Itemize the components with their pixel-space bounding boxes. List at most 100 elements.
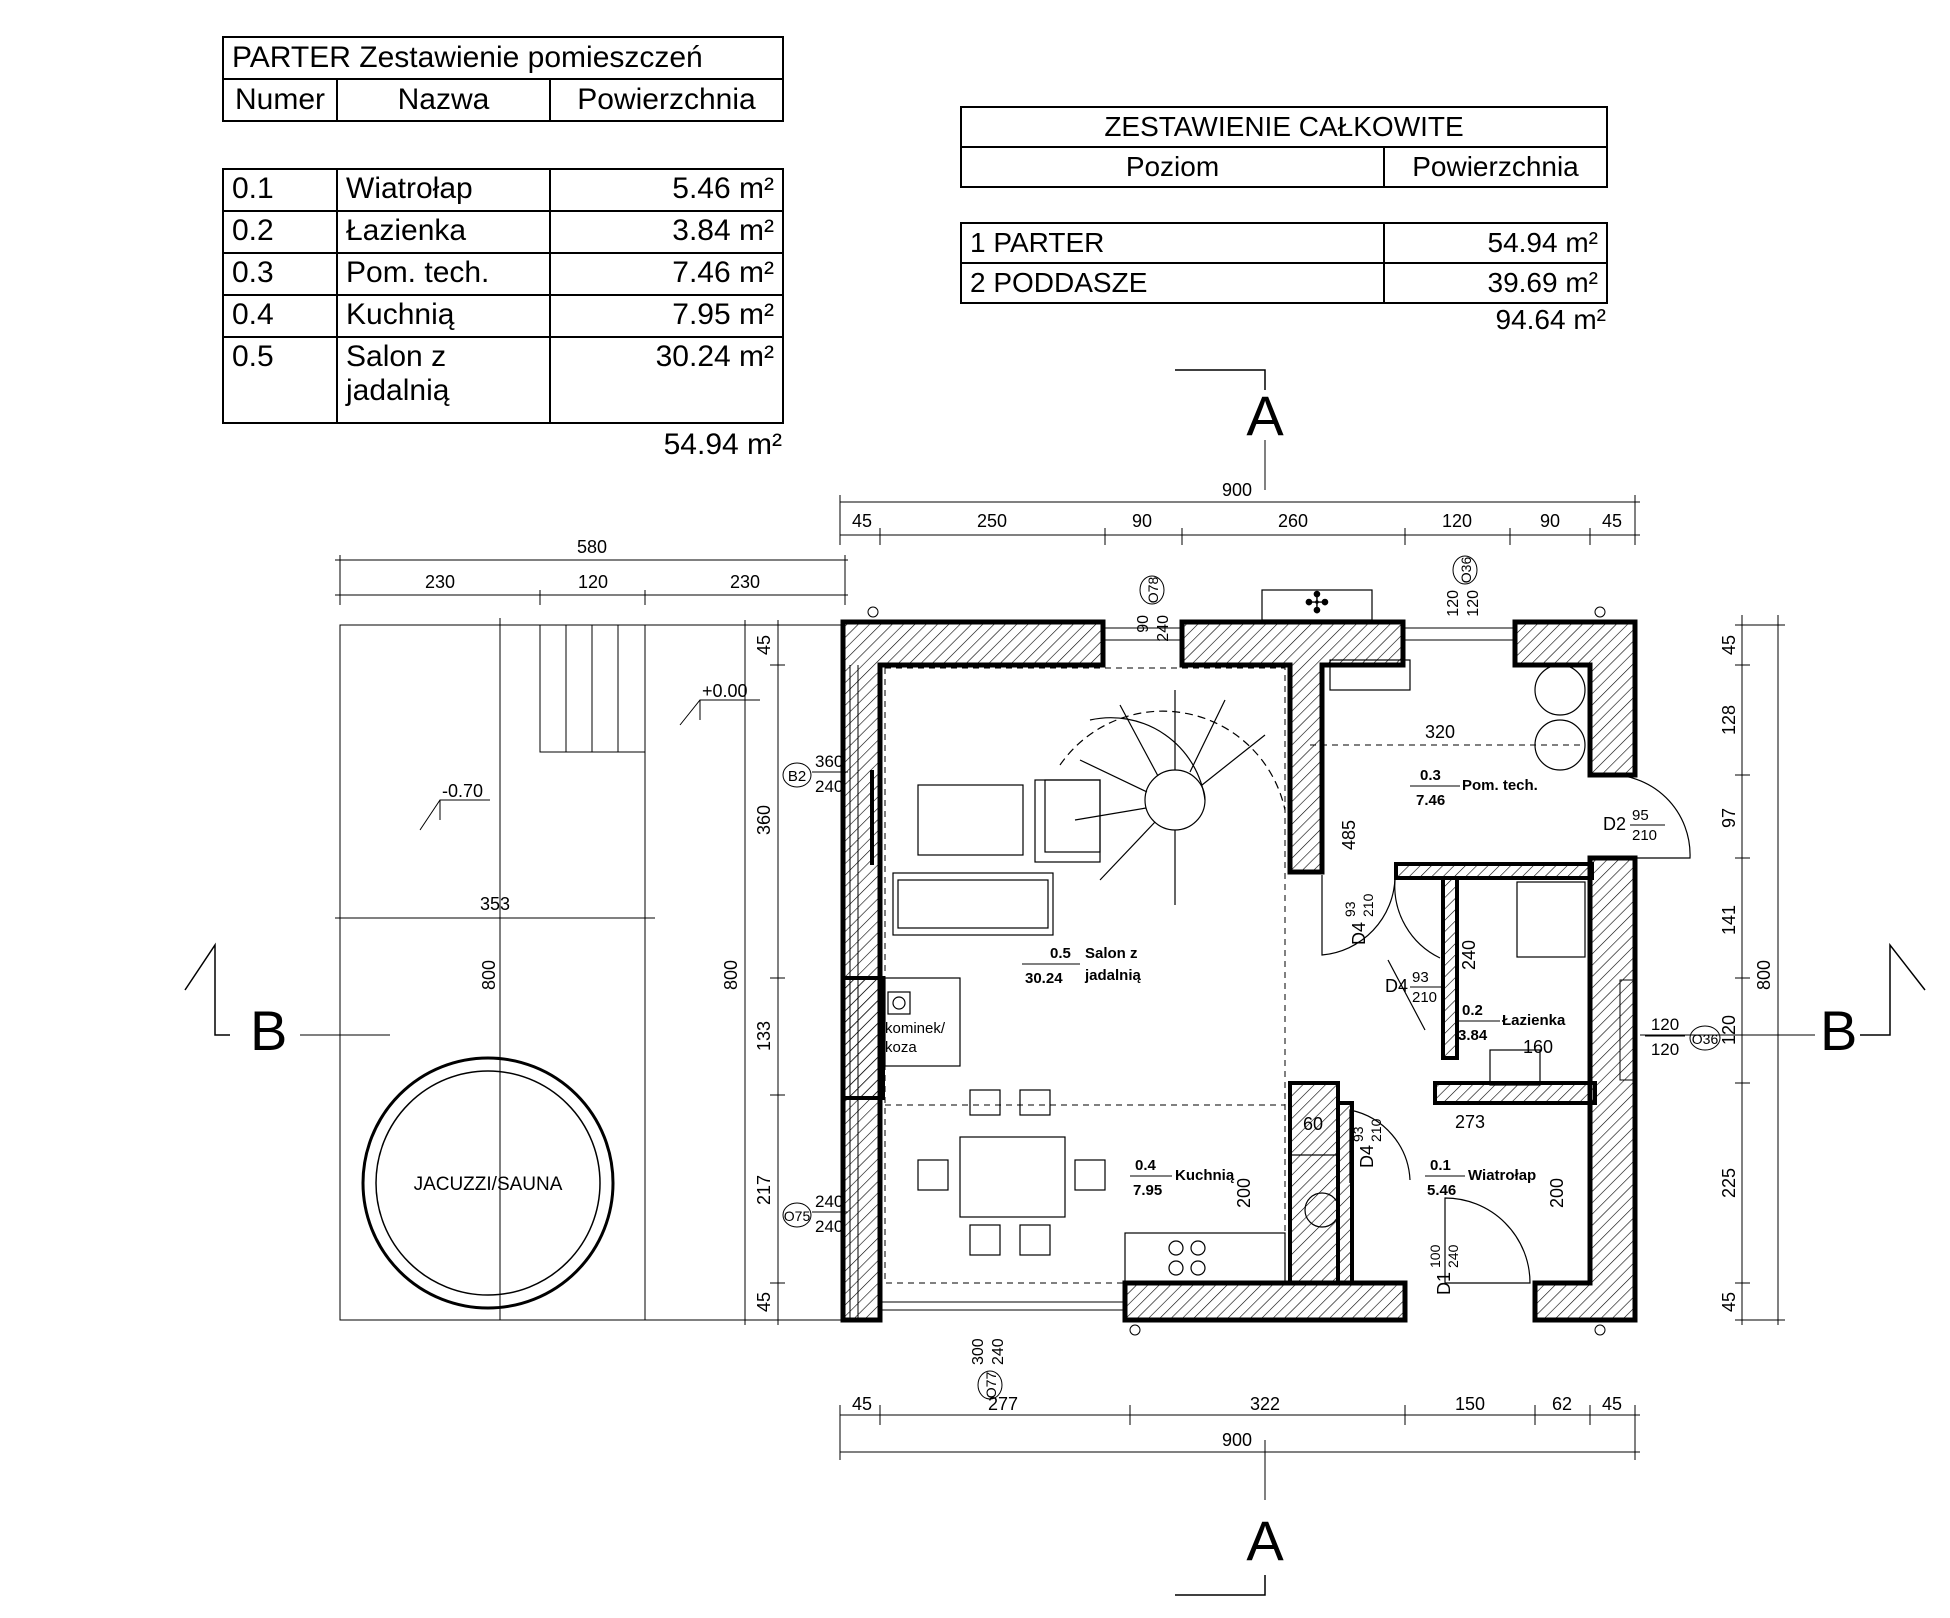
exterior-walls [840, 619, 1638, 1323]
table-row: 0.4 Kuchnią 7.95 m² [222, 294, 784, 338]
svg-text:240: 240 [990, 1338, 1007, 1365]
room-plan-number: 0.4 [1135, 1157, 1157, 1174]
svg-text:210: 210 [1368, 1118, 1384, 1142]
dim-label: 120 [578, 572, 608, 592]
opening-D4-c: D4 93 210 [1350, 1118, 1384, 1168]
room-plan-area: 3.84 [1458, 1027, 1488, 1044]
room-plan-area: 7.95 [1133, 1182, 1162, 1199]
room-plan-number: 0.5 [1050, 945, 1071, 962]
room-plan-name: Łazienka [1502, 1012, 1566, 1029]
svg-text:D4: D4 [1349, 922, 1369, 945]
dim-label: 90 [1132, 511, 1152, 531]
opening-D4-b: D4 93 210 [1385, 969, 1445, 1006]
opening-D4-a: D4 93 210 [1342, 893, 1376, 945]
dim-inner: 200 [1547, 1178, 1567, 1208]
table-row: 1 PARTER 54.94 m² [960, 222, 1608, 264]
dim-label: 230 [425, 572, 455, 592]
room-plan-name: Pom. tech. [1462, 777, 1538, 794]
interior-walls [841, 862, 1597, 1285]
dim-label: 45 [754, 1292, 774, 1312]
header-poziom: Poziom [960, 146, 1385, 188]
svg-text:93: 93 [1412, 969, 1429, 986]
room-plan-number: 0.2 [1462, 1002, 1483, 1019]
dim-inner: 200 [1234, 1178, 1254, 1208]
header-numer: Numer [222, 78, 338, 122]
svg-text:O78: O78 [1145, 577, 1161, 604]
dim-inner: 273 [1455, 1112, 1485, 1132]
room-plan-area: 7.46 [1416, 792, 1445, 809]
dim-terrace-height: 800 [479, 960, 499, 990]
room-area: 30.24 m² [549, 336, 784, 424]
level-area: 54.94 m² [1383, 222, 1608, 264]
svg-text:D4: D4 [1385, 976, 1408, 996]
room-number: 0.4 [222, 294, 338, 338]
header-nazwa: Nazwa [336, 78, 551, 122]
table-row: 0.1 Wiatrołap 5.46 m² [222, 168, 784, 212]
dim-label: 45 [1602, 511, 1622, 531]
grand-total: 94.64 m² [1495, 304, 1607, 335]
opening-O36-right: 120 120 O36 [1645, 1015, 1721, 1059]
svg-text:95: 95 [1632, 807, 1649, 824]
room-label-salon: 0.5 30.24 Salon z jadalnią [1022, 945, 1142, 987]
dim-label: 322 [1250, 1394, 1280, 1414]
dim-label: 260 [1278, 511, 1308, 531]
svg-text:90: 90 [1135, 615, 1152, 633]
room-schedule-table: 0.1 Wiatrołap 5.46 m² 0.2 Łazienka 3.84 … [222, 168, 784, 424]
room-number: 0.2 [222, 210, 338, 254]
room-area: 7.95 m² [549, 294, 784, 338]
dim-label: 97 [1719, 808, 1739, 828]
svg-text:B2: B2 [788, 768, 806, 785]
room-name: Pom. tech. [336, 252, 551, 296]
left-dimension-chain [740, 620, 785, 1325]
level-marker-entry [679, 699, 760, 726]
room-name: Kuchnią [336, 294, 551, 338]
room-number: 0.3 [222, 252, 338, 296]
svg-text:210: 210 [1412, 989, 1437, 1006]
door-swings [1321, 774, 1691, 1284]
room-plan-area: 5.46 [1427, 1182, 1456, 1199]
opening-D1: D1 100 240 [1427, 1244, 1461, 1295]
svg-text:O77: O77 [983, 1372, 999, 1399]
fireplace-label: koza [885, 1039, 917, 1056]
svg-text:210: 210 [1360, 893, 1376, 917]
section-b-left-marker: B [184, 942, 390, 1062]
room-plan-name: Wiatrołap [1468, 1167, 1536, 1184]
room-label-lazienka: 0.2 3.84 Łazienka [1455, 1002, 1566, 1044]
opening-O36-top: O36 120 120 [1445, 555, 1482, 617]
svg-text:D4: D4 [1357, 1145, 1377, 1168]
dim-left-total: 800 [721, 960, 741, 990]
svg-text:O36: O36 [1692, 1031, 1719, 1047]
dim-label: 225 [1719, 1168, 1739, 1198]
table-row: 0.3 Pom. tech. 7.46 m² [222, 252, 784, 296]
dim-label: 45 [852, 1394, 872, 1414]
room-plan-number: 0.1 [1430, 1157, 1451, 1174]
svg-text:93: 93 [1350, 1126, 1366, 1142]
svg-text:D1: D1 [1434, 1272, 1454, 1295]
dim-label: 133 [754, 1021, 774, 1051]
spiral-stairs [1059, 690, 1286, 905]
opening-O78: O78 90 240 [1135, 575, 1172, 642]
room-schedule-header-table: PARTER Zestawienie pomieszczeń Numer Naz… [222, 36, 784, 122]
room-number: 0.5 [222, 336, 338, 424]
svg-text:300: 300 [970, 1338, 987, 1365]
level-name: 2 PODDASZE [960, 262, 1385, 304]
dim-label: 128 [1719, 705, 1739, 735]
dim-label: 277 [988, 1394, 1018, 1414]
room-number: 0.1 [222, 168, 338, 212]
dim-inner: 320 [1425, 722, 1455, 742]
level-entry: +0.00 [702, 681, 748, 701]
dim-inner: 240 [1459, 940, 1479, 970]
dim-inner: 160 [1523, 1037, 1553, 1057]
svg-text:240: 240 [815, 1217, 843, 1236]
right-dimension-chain [1735, 615, 1785, 1325]
room-plan-number: 0.3 [1420, 767, 1441, 784]
terrace-dimension-chain [335, 555, 848, 605]
dim-terrace-total: 580 [577, 537, 607, 557]
dim-label: 45 [1719, 635, 1739, 655]
level-terrace: -0.70 [442, 781, 483, 801]
dim-bottom-total: 900 [1222, 1430, 1252, 1450]
total-schedule-title: ZESTAWIENIE CAŁKOWITE [960, 106, 1608, 148]
dim-label: 90 [1540, 511, 1560, 531]
svg-text:240: 240 [1155, 615, 1172, 642]
